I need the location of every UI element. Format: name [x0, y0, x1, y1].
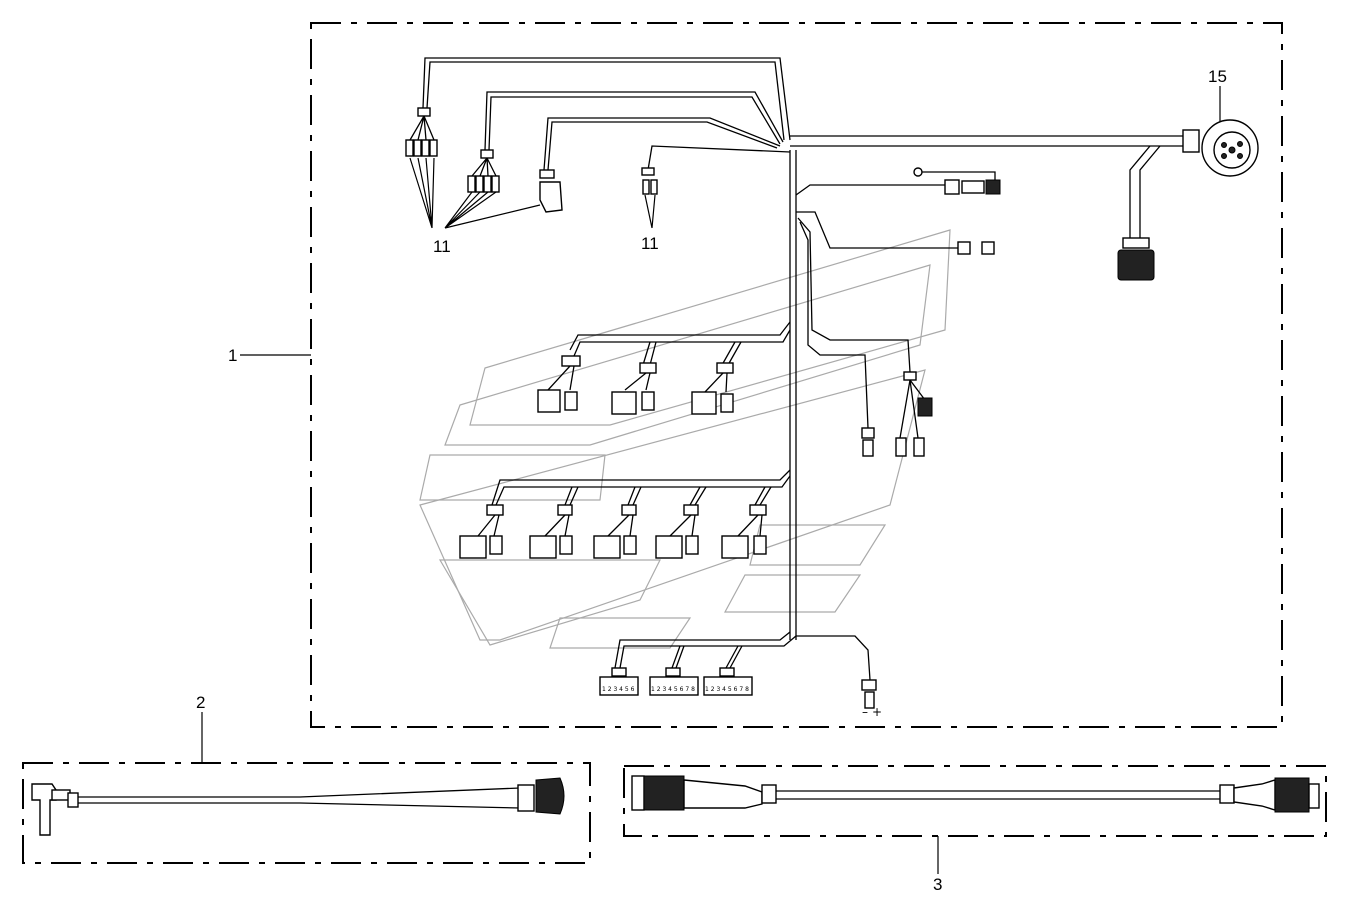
callout-1: 1 [228, 346, 237, 365]
terminal-block-c-pins: 1 2 3 4 5 6 7 8 [705, 686, 749, 693]
main-trunk [789, 119, 1259, 640]
cable-3 [631, 775, 1320, 813]
cable-3-frame [623, 765, 1327, 837]
background-watermark [419, 229, 951, 649]
power-minus-label: – [862, 705, 868, 719]
callout-11-mid: 11 [641, 234, 659, 253]
harness-1-frame [310, 22, 1283, 728]
terminal-block-b [649, 676, 699, 696]
lower-connector-row [459, 469, 791, 559]
sensor-branches [795, 167, 1001, 457]
callout-11-left: 11 [433, 237, 451, 256]
branch-group-11 [405, 57, 791, 229]
cable-2-frame [22, 762, 591, 864]
terminal-block-c [703, 676, 753, 696]
terminal-block-a [599, 676, 639, 696]
callout-2: 2 [196, 693, 205, 712]
terminal-block-a-pins: 1 2 3 4 5 6 [602, 686, 635, 693]
terminal-blocks: 1 2 3 4 5 6 1 2 3 4 5 6 7 8 1 2 3 4 5 6 … [599, 631, 882, 719]
cable-2 [31, 777, 565, 836]
power-plus-label: + [872, 705, 882, 719]
callout-15: 15 [1208, 67, 1227, 86]
leader-lines [201, 86, 1221, 874]
callout-3: 3 [933, 875, 942, 894]
upper-connector-row [537, 321, 791, 415]
terminal-block-b-pins: 1 2 3 4 5 6 7 8 [651, 686, 695, 693]
